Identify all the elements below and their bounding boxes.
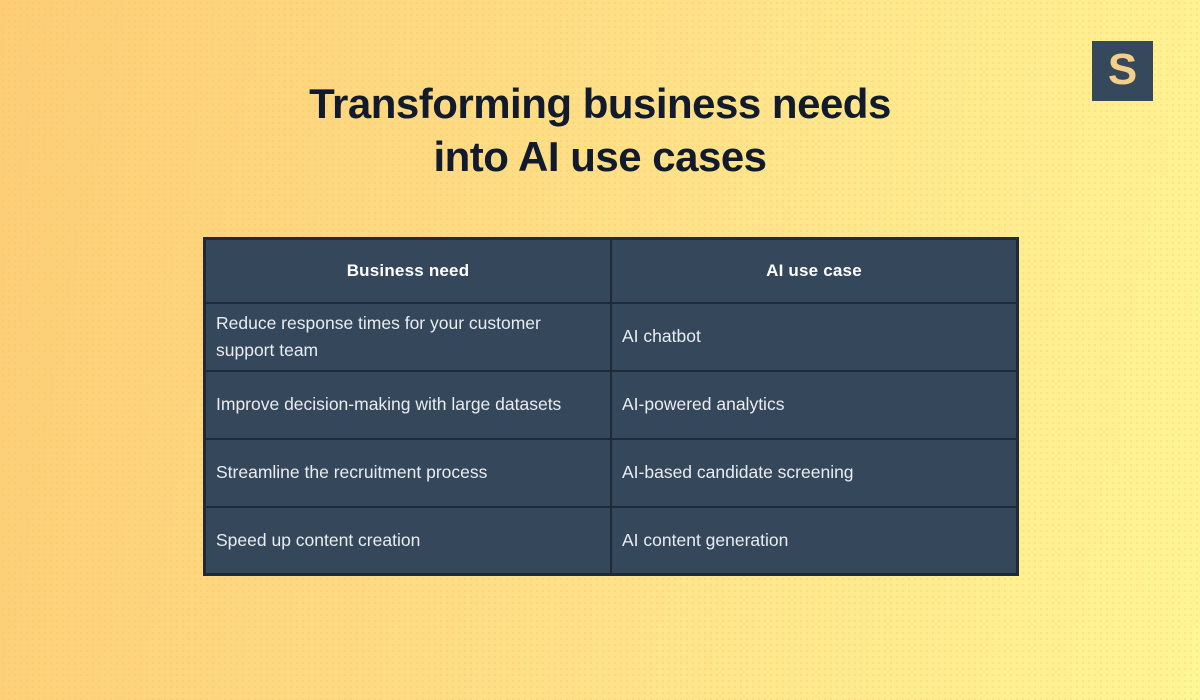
column-header-business-need: Business need <box>203 237 612 304</box>
ai-use-case-cell: AI chatbot <box>610 301 1019 372</box>
page-title-line-2: into AI use cases <box>433 133 767 180</box>
table-header-row: Business need AI use case <box>203 237 1019 304</box>
table-row: Improve decision-making with large datas… <box>203 369 1019 440</box>
use-case-table: Business need AI use case Reduce respons… <box>203 237 1019 576</box>
brand-logo: S <box>1092 41 1153 101</box>
business-need-cell: Speed up content creation <box>203 505 612 576</box>
table-row: Speed up content creation AI content gen… <box>203 505 1019 576</box>
business-need-cell: Improve decision-making with large datas… <box>203 369 612 440</box>
ai-use-case-cell: AI content generation <box>610 505 1019 576</box>
brand-logo-letter: S <box>1107 44 1138 94</box>
page-title-line-1: Transforming business needs <box>309 80 891 127</box>
table-row: Reduce response times for your customer … <box>203 301 1019 372</box>
ai-use-case-cell: AI-based candidate screening <box>610 437 1019 508</box>
business-need-cell: Reduce response times for your customer … <box>203 301 612 372</box>
ai-use-case-cell: AI-powered analytics <box>610 369 1019 440</box>
column-header-ai-use-case: AI use case <box>610 237 1019 304</box>
business-need-cell: Streamline the recruitment process <box>203 437 612 508</box>
page-title: Transforming business needs into AI use … <box>0 77 1200 183</box>
table-row: Streamline the recruitment process AI-ba… <box>203 437 1019 508</box>
